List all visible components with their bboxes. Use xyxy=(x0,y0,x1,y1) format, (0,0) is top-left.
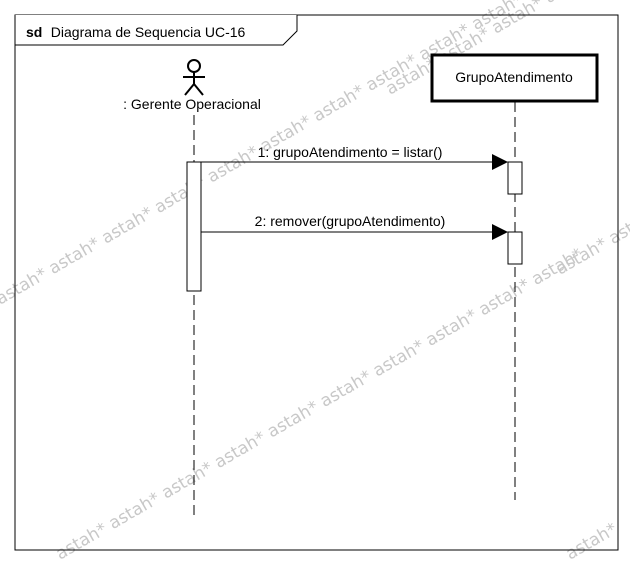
message-arrowhead-2 xyxy=(492,224,508,240)
actor-icon[interactable] xyxy=(183,59,205,96)
lifeline-box-grupo[interactable] xyxy=(430,53,599,103)
frame-title: Diagrama de Sequencia UC-16 xyxy=(51,24,246,40)
lifeline-label-grupo: GrupoAtendimento xyxy=(455,69,573,85)
frame-keyword: sd xyxy=(26,24,42,40)
watermark-text: astah* xyxy=(563,519,621,564)
message-arrowhead-1 xyxy=(492,154,508,170)
activation-grupo-1 xyxy=(507,161,523,195)
frame-label: sd Diagrama de Sequencia UC-16 xyxy=(26,24,246,41)
actor-label: : Gerente Operacional xyxy=(123,96,261,112)
message-label-2: 2: remover(grupoAtendimento) xyxy=(255,213,446,229)
diagram-frame xyxy=(14,14,619,551)
message-label-1: 1: grupoAtendimento = listar() xyxy=(258,144,443,160)
activation-grupo-2 xyxy=(507,231,523,265)
frame-tab xyxy=(14,15,298,46)
activation-actor xyxy=(186,161,202,292)
watermark-text: astah* astah* astah* astah* astah* astah… xyxy=(53,245,587,565)
